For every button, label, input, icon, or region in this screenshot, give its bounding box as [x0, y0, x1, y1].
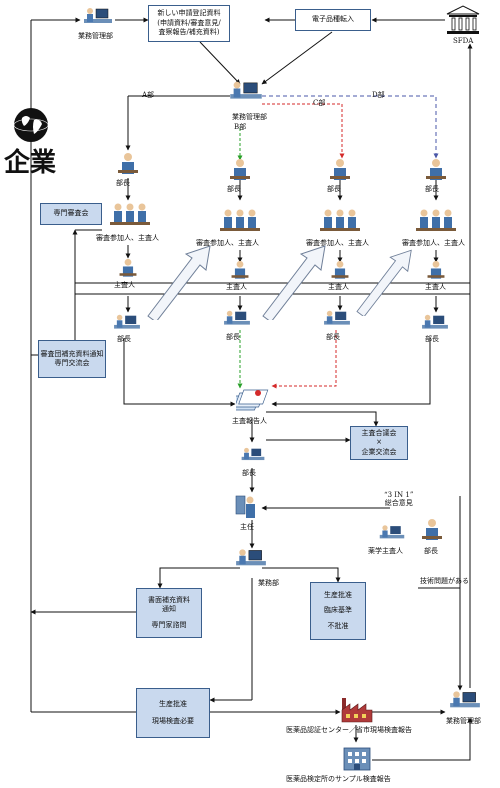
pharma-chief-label: 薬学主査人	[368, 547, 403, 555]
head-label: 部長	[425, 185, 439, 193]
chief-label: 主査人	[226, 283, 247, 291]
reviewers-label: 審査参加人、主査人	[306, 239, 369, 247]
chief-reporter-label: 主査報告人	[232, 417, 267, 425]
head-label: 部長	[117, 335, 131, 343]
head-label: 部長	[425, 335, 439, 343]
production-approval-box: 生産批准 臨床基準 不批准	[310, 582, 366, 640]
group-of-people-icon	[110, 203, 150, 225]
dept-b-label: B部	[234, 123, 247, 131]
dept-a-label: A部	[142, 91, 155, 99]
documents-stack-icon	[236, 389, 269, 411]
e-transfer-box: 電子品種転入	[295, 9, 371, 31]
written-supplement-line: 専門家諮問	[151, 620, 187, 629]
certification-center-label: 医薬品認証センター／省市現場検査報告	[286, 726, 412, 734]
supplement-notice-line: 専門交流会	[54, 359, 90, 367]
factory-icon	[341, 698, 373, 723]
production-inspection-line: 現場検査必要	[152, 717, 194, 725]
production-inspection-box: 生産批准 現場検査必要	[136, 688, 210, 738]
joint-conference-box: 主査合議会 × 企業交流会	[350, 426, 408, 460]
written-supplement-box: 書面補充資料 通知 専門家諮問	[136, 588, 202, 638]
written-supplement-line: 通知	[162, 605, 176, 614]
person-at-computer-icon	[324, 310, 350, 325]
person-icon	[422, 519, 442, 540]
lab-building-icon	[343, 747, 371, 771]
production-approval-line: 生産批准	[324, 590, 352, 599]
dept-d-label: D部	[372, 91, 385, 99]
company-label: 企業	[4, 148, 57, 178]
business-dept-top-label: 業務管理部	[78, 32, 113, 40]
reviewers-label: 審査参加人、主査人	[196, 239, 259, 247]
chief-label: 主査人	[328, 283, 349, 291]
person-icon	[427, 260, 445, 279]
supplement-notice-box: 審査団補充資料通知 専門交流会	[38, 340, 106, 378]
joint-conference-line: ×	[376, 438, 382, 447]
expert-council-text: 専門審査会	[53, 209, 89, 218]
new-application-line: 新しい申請登記資料	[157, 9, 221, 18]
head-label: 部長	[424, 547, 438, 555]
three-in-one-line: “3 IN 1”	[384, 491, 414, 499]
group-of-people-icon	[220, 209, 260, 231]
business-dept-label: 業務部	[258, 579, 279, 587]
new-application-line: 査察報告/補充資料)	[158, 28, 220, 37]
person-icon	[426, 159, 446, 180]
new-application-line: (申請資料/審査意見/	[157, 18, 221, 27]
person-at-computer-icon	[84, 8, 112, 23]
joint-conference-line: 主査合議会	[361, 428, 397, 437]
big-up-arrow-icon	[147, 245, 211, 320]
person-icon	[235, 495, 255, 518]
expert-council-box: 専門審査会	[40, 203, 102, 225]
person-icon	[231, 260, 249, 279]
production-approval-line: 不批准	[327, 621, 349, 630]
new-application-box: 新しい申請登記資料 (申請資料/審査意見/ 査察報告/補充資料)	[148, 5, 230, 42]
three-in-one-line: 総合意見	[384, 498, 413, 507]
person-icon	[331, 260, 349, 279]
tech-issue-label: 技術問題がある	[420, 577, 469, 585]
globe-icon	[13, 108, 49, 142]
director-label: 部長	[242, 469, 256, 477]
person-at-computer-icon	[230, 81, 262, 99]
person-at-computer-icon	[450, 691, 480, 708]
joint-conference-line: 企業交流会	[361, 447, 397, 456]
reviewers-label: 審査参加人、主査人	[402, 239, 465, 247]
business-dept-center-label: 業務管理部	[232, 113, 267, 121]
dept-c-label: C部	[313, 99, 326, 107]
supplement-notice-line: 審査団補充資料通知	[40, 349, 104, 358]
testing-institute-label: 医薬品検定所のサンプル検査報告	[286, 775, 391, 783]
business-mgmt-bottom-label: 業務管理部	[446, 717, 481, 725]
e-transfer-text: 電子品種転入	[312, 15, 354, 24]
group-of-people-icon	[320, 209, 360, 231]
person-icon	[118, 153, 138, 174]
reviewers-label: 審査参加人、主査人	[96, 234, 159, 242]
person-at-computer-icon	[241, 447, 265, 461]
person-at-computer-icon	[236, 549, 266, 566]
head-label: 部長	[226, 333, 240, 341]
supervisor-label: 主任	[240, 523, 254, 531]
head-label: 部長	[116, 179, 130, 187]
big-up-arrow-icon	[356, 249, 412, 316]
bank-building-icon	[446, 5, 480, 34]
person-at-computer-icon	[114, 314, 140, 329]
person-at-computer-icon	[224, 310, 250, 325]
chief-label: 主査人	[114, 281, 135, 289]
head-label: 部長	[327, 185, 341, 193]
person-at-computer-icon	[422, 314, 448, 329]
person-icon	[119, 258, 137, 277]
person-icon	[330, 159, 350, 180]
production-inspection-line: 生産批准	[159, 699, 187, 708]
production-approval-line: 臨床基準	[324, 606, 352, 615]
written-supplement-line: 書面補充資料	[148, 595, 190, 604]
head-label: 部長	[326, 333, 340, 341]
head-label: 部長	[227, 185, 241, 193]
three-in-one-label: “3 IN 1” 総合意見	[384, 491, 414, 507]
sfda-label: SFDA	[453, 37, 474, 45]
person-at-computer-icon	[379, 525, 405, 539]
group-of-people-icon	[416, 209, 456, 231]
big-up-arrow-icon	[262, 245, 326, 320]
chief-label: 主査人	[425, 283, 446, 291]
person-icon	[230, 159, 250, 180]
